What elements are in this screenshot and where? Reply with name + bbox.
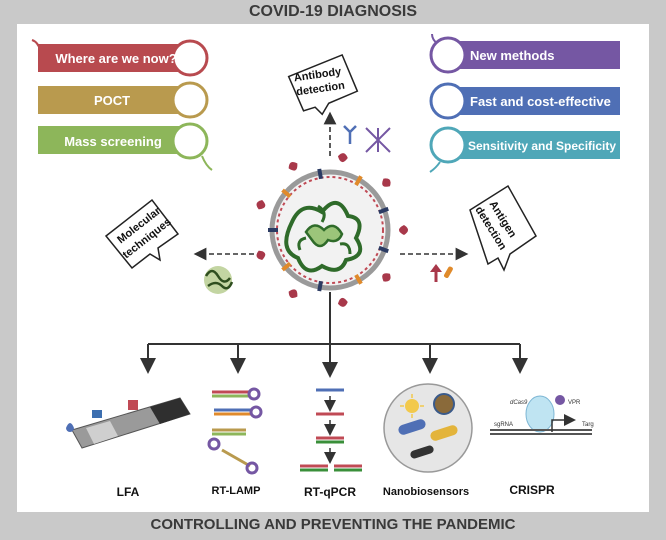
right-banner-label-1: Fast and cost-effective: [470, 94, 611, 109]
spike-protein: [337, 297, 348, 307]
membrane-protein: [281, 188, 292, 199]
method-label-rt-qpcr: RT-qPCR: [304, 485, 356, 499]
crispr-vpr-label: VPR: [568, 400, 581, 406]
spike-protein: [337, 153, 348, 163]
right-banner-1: Fast and cost-effective: [429, 82, 620, 120]
membrane-protein: [378, 206, 389, 215]
left-banner-label-2: Mass screening: [64, 134, 162, 149]
membrane-protein: [317, 168, 323, 180]
left-banner-0: Where are we now?: [38, 39, 209, 77]
left-banner-label-1: POCT: [94, 93, 130, 108]
rt-lamp-illustration: [207, 387, 263, 475]
left-banner-label-0: Where are we now?: [55, 51, 176, 66]
membrane-protein: [354, 175, 363, 186]
left-banner-2: Mass screening: [38, 122, 209, 160]
method-label-lfa: LFA: [117, 485, 140, 499]
spike-protein: [288, 289, 298, 298]
nanobiosensors-illustration: [383, 383, 473, 473]
right-banner-0: New methods: [429, 36, 620, 74]
spike-protein: [288, 162, 298, 171]
right-banner-label-0: New methods: [470, 48, 555, 63]
antibody-bubble: Antibody detection: [287, 53, 359, 116]
left-banner-group: Where are we now? POCT Mass screening: [31, 39, 213, 171]
method-label-crispr: CRISPR: [509, 483, 555, 497]
spike-protein: [256, 199, 266, 210]
method-label-nanobiosensors: Nanobiosensors: [383, 486, 469, 498]
antigen-icon: [430, 264, 453, 282]
rt-qpcr-illustration: [300, 388, 362, 472]
sars-cov-2-virus: [256, 153, 408, 307]
crispr-illustration: dCas9 VPR sgRNA Targ: [490, 395, 594, 435]
right-banner-2: Sensitivity and Specificity: [429, 126, 620, 164]
spike-protein: [382, 178, 391, 187]
antigen-bubble: Antigen detection: [469, 184, 537, 272]
diagram-footer-title: CONTROLLING AND PREVENTING THE PANDEMIC: [150, 516, 516, 533]
antibody-icon: [343, 125, 357, 144]
diagram-title: COVID-19 DIAGNOSIS: [248, 3, 418, 20]
left-banner-1: POCT: [38, 81, 209, 119]
right-banner-label-2: Sensitivity and Specificity: [468, 139, 616, 153]
membrane-protein: [378, 245, 389, 254]
crispr-sgrna-label: sgRNA: [494, 422, 513, 428]
method-label-rt-lamp: RT-LAMP: [212, 485, 261, 497]
rna-fragment-icon: [204, 266, 234, 294]
lfa-strip-illustration: [66, 397, 191, 449]
spike-protein: [399, 225, 408, 235]
right-banner-group: New methods Fast and cost-effective Sens…: [429, 33, 620, 173]
spike-protein: [256, 250, 266, 261]
crispr-dcas9-label: dCas9: [510, 400, 528, 406]
igm-icon: [365, 127, 391, 153]
molecular-bubble: Molecular techniques: [104, 198, 180, 270]
method-labels: LFA RT-LAMP RT-qPCR Nanobiosensors CRISP…: [117, 483, 555, 499]
membrane-protein: [317, 280, 323, 292]
membrane-protein: [281, 261, 292, 272]
membrane-protein: [354, 274, 363, 285]
method-arrows: [140, 292, 528, 378]
spike-protein: [382, 273, 391, 282]
crispr-target-label: Targ: [582, 422, 594, 428]
membrane-protein: [268, 228, 278, 232]
